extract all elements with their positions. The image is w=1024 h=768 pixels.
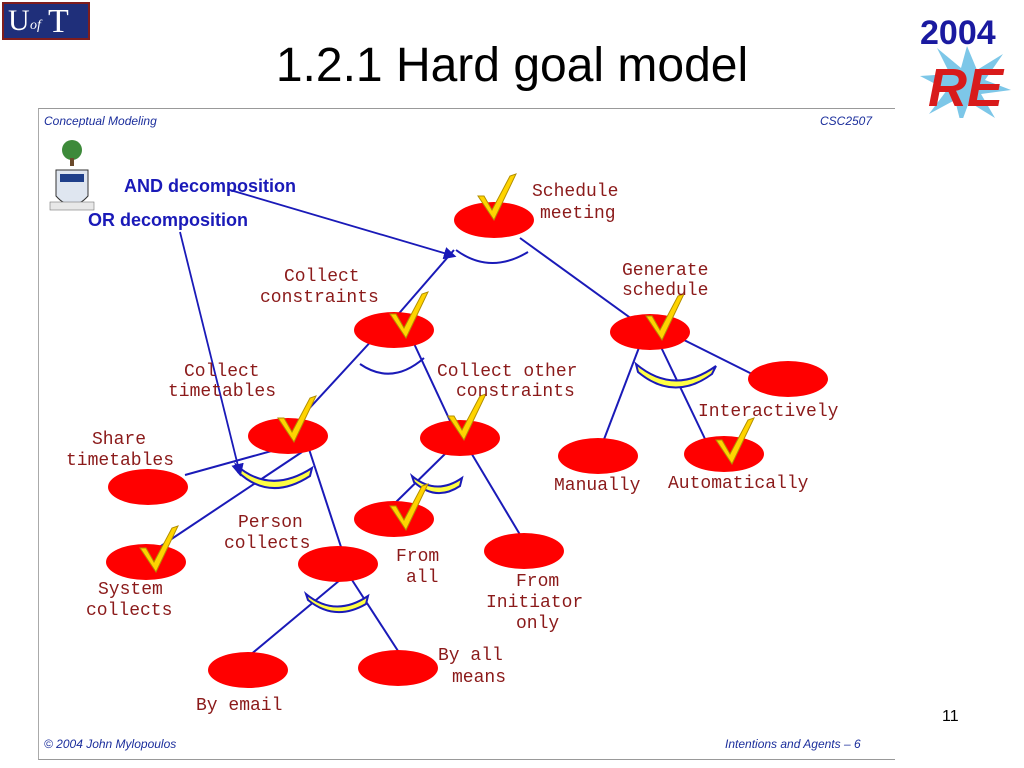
goal-schedule-meeting-line1: Schedule [532, 182, 618, 202]
goal-collect-timetables-line2: timetables [168, 382, 276, 402]
goal-manually: Manually [554, 476, 641, 496]
slide-title: 1.2.1 Hard goal model [275, 39, 749, 92]
goal-collect-timetables-line1: Collect [184, 362, 260, 382]
inner-footer-right: Intentions and Agents – 6 [725, 737, 861, 751]
goal-person-collects-line1: Person [238, 513, 303, 533]
goal-collect-other-constraints-line1: Collect other [437, 362, 577, 382]
conference-year: 2004 [920, 14, 996, 52]
goal-collect-constraints-line1: Collect [284, 267, 360, 287]
goal-from-initiator-only-line3: only [516, 614, 559, 634]
goal-from-all-line2: all [406, 568, 438, 588]
goal-interactively: Interactively [698, 402, 839, 422]
goal-system-collects-line1: System [98, 580, 163, 600]
goal-person-collects-line2: collects [224, 534, 310, 554]
goal-by-all-means-line2: means [452, 668, 506, 688]
inner-header-right: CSC2507 [820, 114, 873, 128]
embedded-slide-frame [38, 108, 895, 760]
slide-number: 11 [942, 708, 959, 725]
goal-share-timetables-line2: timetables [66, 451, 174, 471]
inner-header-left: Conceptual Modeling [44, 114, 157, 128]
uoft-logo: U of T [2, 2, 90, 40]
goal-automatically: Automatically [668, 474, 809, 494]
goal-schedule-meeting-line2: meeting [540, 204, 616, 224]
goal-by-email: By email [196, 696, 282, 716]
university-crest [49, 140, 95, 211]
goal-from-initiator-only-line2: Initiator [486, 593, 583, 613]
goal-generate-schedule-line2: schedule [622, 281, 708, 301]
inner-footer-left: © 2004 John Mylopoulos [44, 737, 177, 751]
and-decomposition-label: AND decomposition [124, 176, 296, 196]
or-decomposition-label: OR decomposition [88, 210, 248, 230]
goal-from-initiator-only-line1: From [516, 572, 559, 592]
goal-from-all-line1: From [396, 547, 439, 567]
conference-logo-letters: RE [928, 58, 1005, 118]
goal-system-collects-line2: collects [86, 601, 172, 621]
goal-by-all-means-line1: By all [438, 646, 503, 666]
re-2004-logo: 2004 RE [920, 14, 1011, 118]
goal-share-timetables-line1: Share [92, 430, 146, 450]
goal-collect-other-constraints-line2: constraints [456, 382, 575, 402]
goal-generate-schedule-line1: Generate [622, 261, 708, 281]
goal-collect-constraints-line2: constraints [260, 288, 379, 308]
